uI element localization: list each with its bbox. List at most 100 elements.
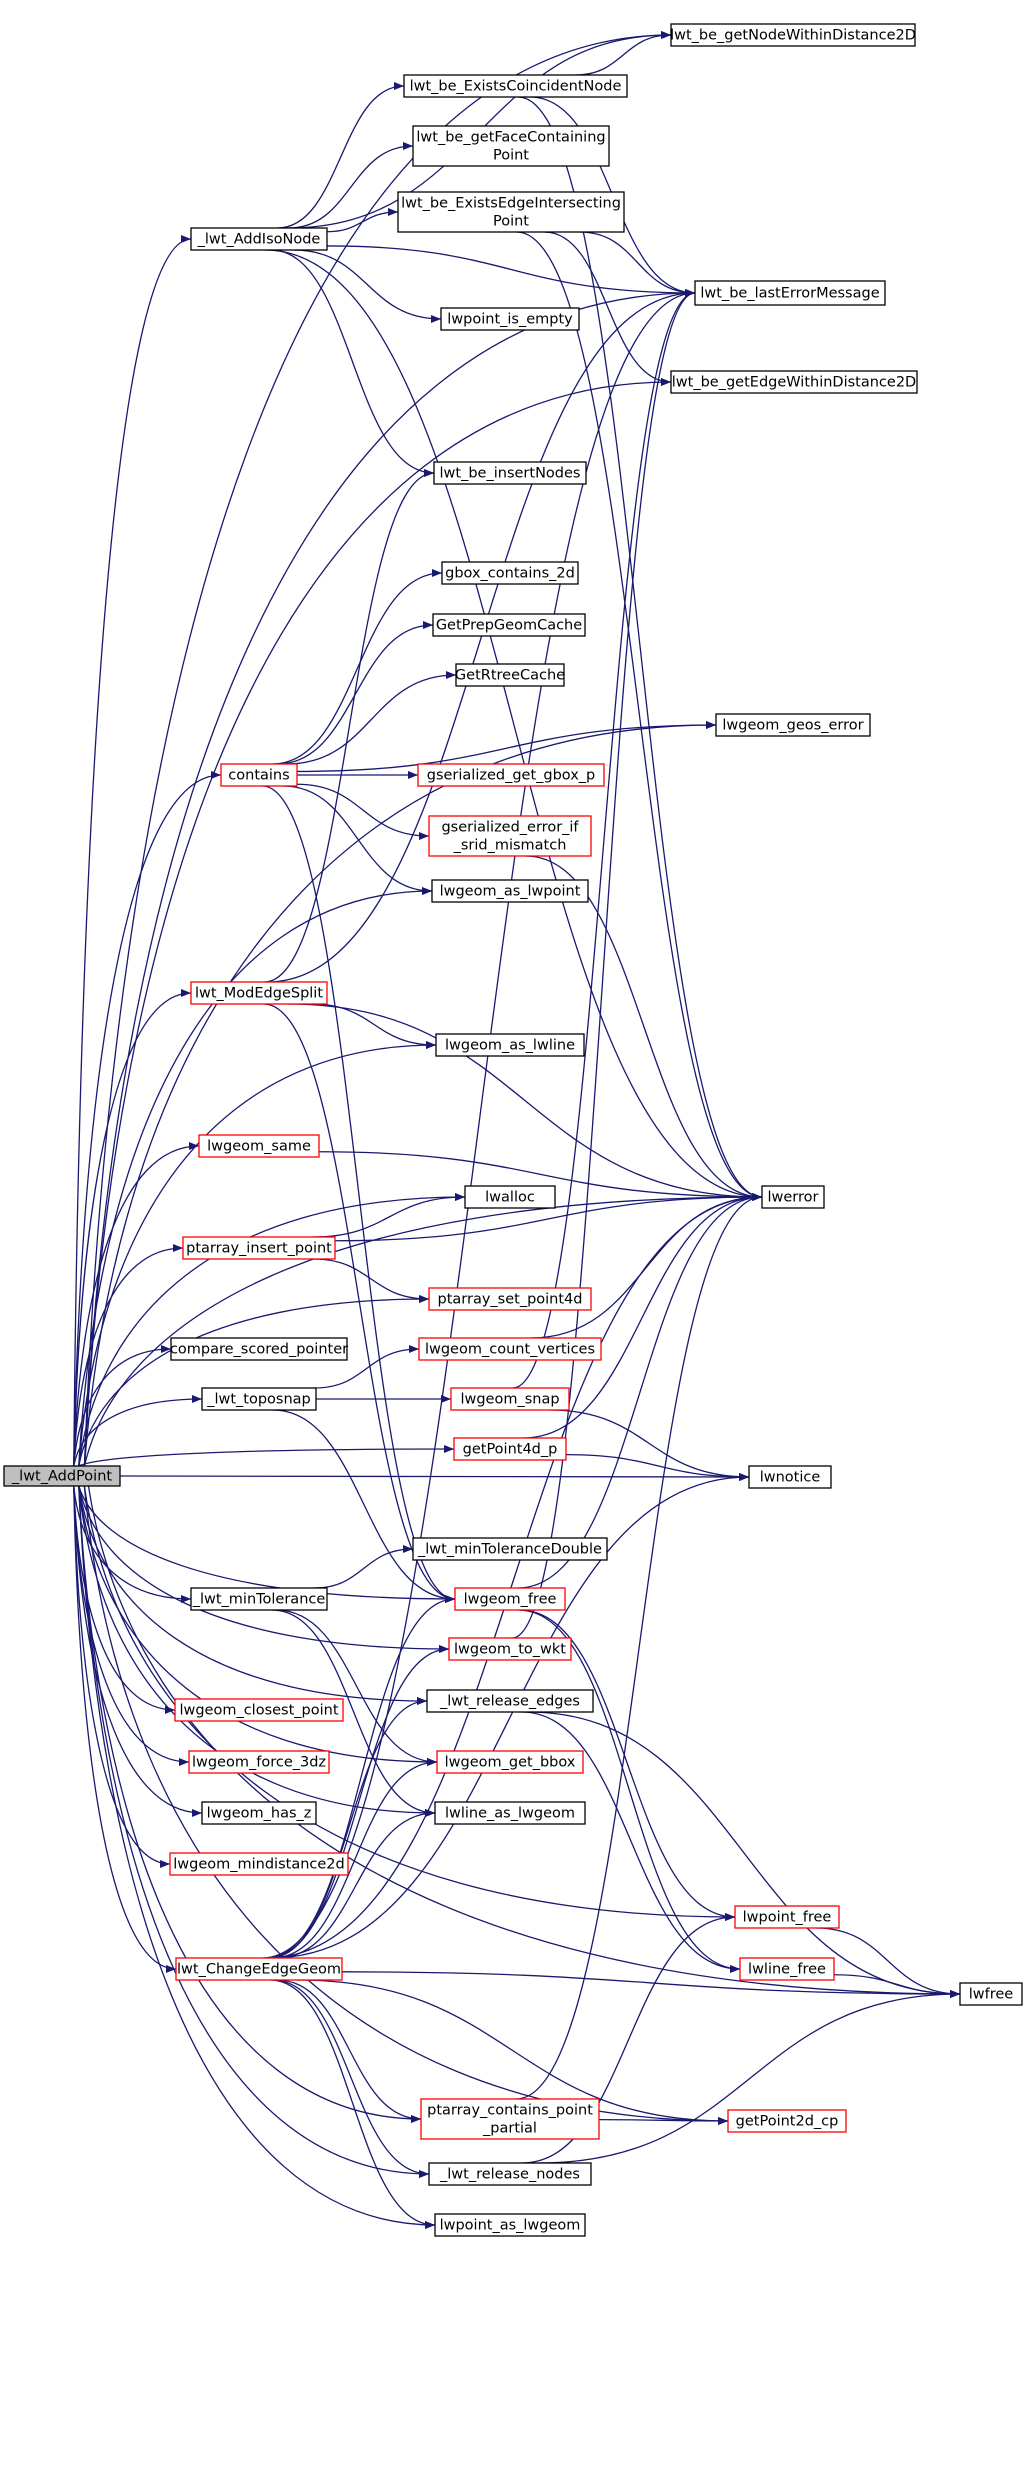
node-box [412, 1537, 608, 1561]
node-ptfree[interactable]: lwpoint_free [734, 1905, 840, 1929]
node-rtree[interactable]: GetRtreeCache [455, 663, 565, 687]
node-edgewithin[interactable]: lwt_be_getEdgeWithinDistance2D [670, 370, 918, 394]
edge-ptcont-to-lwerror [516, 1193, 763, 2100]
node-addiso[interactable]: _lwt_AddIsoNode [190, 227, 328, 251]
node-label: _lwt_minTolerance [192, 1592, 326, 1608]
node-box [175, 1957, 343, 1981]
node-label: lwalloc [485, 1190, 535, 1206]
node-gbox2d[interactable]: gbox_contains_2d [441, 561, 579, 585]
node-box [727, 2109, 847, 2133]
edge-snap-to-lwnotice [549, 1409, 750, 1481]
edge-root-to-closest [73, 1485, 176, 1714]
node-label: lwt_be_ExistsCoincidentNode [410, 79, 622, 95]
node-label: lwt_ChangeEdgeGeom [177, 1962, 341, 1978]
node-label: lwt_be_lastErrorMessage [700, 286, 879, 302]
node-label: lwpoint_free [743, 1910, 832, 1926]
node-ptins[interactable]: ptarray_insert_point [182, 1236, 336, 1260]
node-mintoldbl[interactable]: _lwt_minToleranceDouble [412, 1537, 608, 1561]
node-label: lwerror [768, 1190, 819, 1206]
node-gsergbox[interactable]: gserialized_get_gbox_p [417, 763, 605, 787]
node-label: gbox_contains_2d [445, 566, 575, 582]
edge-root-to-addiso [73, 235, 192, 1467]
node-mindist[interactable]: lwgeom_mindistance2d [169, 1852, 349, 1876]
node-mintol[interactable]: _lwt_minTolerance [190, 1587, 328, 1611]
node-box [198, 1134, 320, 1158]
edge-lwgfree-to-ptfree [519, 1609, 736, 1921]
node-box [433, 461, 587, 485]
node-modedge[interactable]: lwt_ModEdgeSplit [190, 981, 328, 1005]
node-cmpscored[interactable]: compare_scored_pointer [170, 1337, 348, 1361]
node-ptempty[interactable]: lwpoint_is_empty [440, 307, 580, 331]
edge-changeedge-to-lwfree [341, 1971, 961, 1998]
node-box [418, 1337, 602, 1361]
node-nodewithin[interactable]: lwt_be_getNodeWithinDistance2D [670, 23, 916, 47]
node-box [428, 1287, 592, 1311]
edge-root-to-setpt4d [78, 1295, 430, 1467]
node-getpt2d[interactable]: getPoint2d_cp [727, 2109, 847, 2133]
node-snap[interactable]: lwgeom_snap [450, 1387, 570, 1411]
node-aslwpoint[interactable]: lwgeom_as_lwpoint [431, 879, 589, 903]
node-getpt4d[interactable]: getPoint4d_p [453, 1437, 567, 1461]
node-label: Point [493, 148, 529, 164]
edge-root-to-same [73, 1142, 200, 1467]
edge-relnodes-to-ptfree [521, 1913, 736, 2164]
node-contains[interactable]: contains [220, 763, 298, 787]
node-geoserr[interactable]: lwgeom_geos_error [715, 713, 871, 737]
node-insnodes[interactable]: lwt_be_insertNodes [433, 461, 587, 485]
node-hasz[interactable]: lwgeom_has_z [201, 1801, 317, 1825]
edge-changeedge-to-ptlwg [269, 1979, 436, 2229]
node-towkt[interactable]: lwgeom_to_wkt [448, 1637, 572, 1661]
node-label: lwt_ModEdgeSplit [195, 986, 323, 1002]
node-label: lwgeom_closest_point [179, 1703, 338, 1719]
edge-edgeint-to-lastErr [579, 231, 696, 297]
edge-addiso-to-insnodes [270, 249, 435, 477]
node-prepgeom[interactable]: GetPrepGeomCache [432, 613, 586, 637]
node-lastErr[interactable]: lwt_be_lastErrorMessage [694, 280, 886, 306]
node-linefree[interactable]: lwline_free [739, 1957, 835, 1981]
node-changeedge[interactable]: lwt_ChangeEdgeGeom [175, 1957, 343, 1981]
node-box [455, 663, 565, 687]
edge-countv-to-lwerror [530, 1193, 763, 1339]
node-force3dz[interactable]: lwgeom_force_3dz [188, 1750, 330, 1774]
node-coinc[interactable]: lwt_be_ExistsCoincidentNode [403, 74, 628, 98]
node-gsersrid[interactable]: gserialized_error_if_srid_mismatch [428, 815, 592, 857]
node-label: _srid_mismatch [453, 838, 567, 854]
node-lwgfree[interactable]: lwgeom_free [454, 1587, 566, 1611]
edge-ptfree-to-lwfree [816, 1927, 961, 1998]
node-same[interactable]: lwgeom_same [198, 1134, 320, 1158]
node-countv[interactable]: lwgeom_count_vertices [418, 1337, 602, 1361]
node-box [464, 1185, 556, 1209]
edge-relnodes-to-lwfree [539, 1990, 961, 2164]
node-ptlwg[interactable]: lwpoint_as_lwgeom [434, 2213, 586, 2237]
edge-toposnap-to-lwgfree [272, 1409, 456, 1603]
edge-addiso-to-lwerror [265, 249, 763, 1201]
node-ptcont[interactable]: ptarray_contains_point_partial [420, 2098, 600, 2140]
node-closest[interactable]: lwgeom_closest_point [174, 1698, 344, 1722]
node-lwfree[interactable]: lwfree [959, 1982, 1023, 2006]
node-lwnotice[interactable]: lwnotice [748, 1465, 832, 1489]
edge-linefree-to-lwfree [833, 1974, 961, 1998]
node-box [434, 1801, 586, 1825]
edge-modedge-to-lwerror [287, 1003, 763, 1201]
edge-reledges-to-lwfree [528, 1711, 961, 1998]
node-box [169, 1852, 349, 1876]
node-lwerror[interactable]: lwerror [761, 1185, 825, 1209]
node-label: getPoint2d_cp [736, 2114, 839, 2130]
node-setpt4d[interactable]: ptarray_set_point4d [428, 1287, 592, 1311]
node-box [739, 1957, 835, 1981]
node-relnodes[interactable]: _lwt_release_nodes [428, 2162, 592, 2186]
node-linelwg[interactable]: lwline_as_lwgeom [434, 1801, 586, 1825]
node-root[interactable]: _lwt_AddPoint [3, 1465, 121, 1487]
node-getbbox[interactable]: lwgeom_get_bbox [436, 1750, 584, 1774]
node-box [428, 815, 592, 857]
node-box [201, 1387, 317, 1411]
node-reledges[interactable]: _lwt_release_edges [426, 1689, 594, 1713]
node-box [448, 1637, 572, 1661]
node-aslwline[interactable]: lwgeom_as_lwline [435, 1033, 585, 1057]
node-lwalloc[interactable]: lwalloc [464, 1185, 556, 1209]
edge-root-to-aslwline [78, 1041, 437, 1467]
node-box [748, 1465, 832, 1489]
node-toposnap[interactable]: _lwt_toposnap [201, 1387, 317, 1411]
